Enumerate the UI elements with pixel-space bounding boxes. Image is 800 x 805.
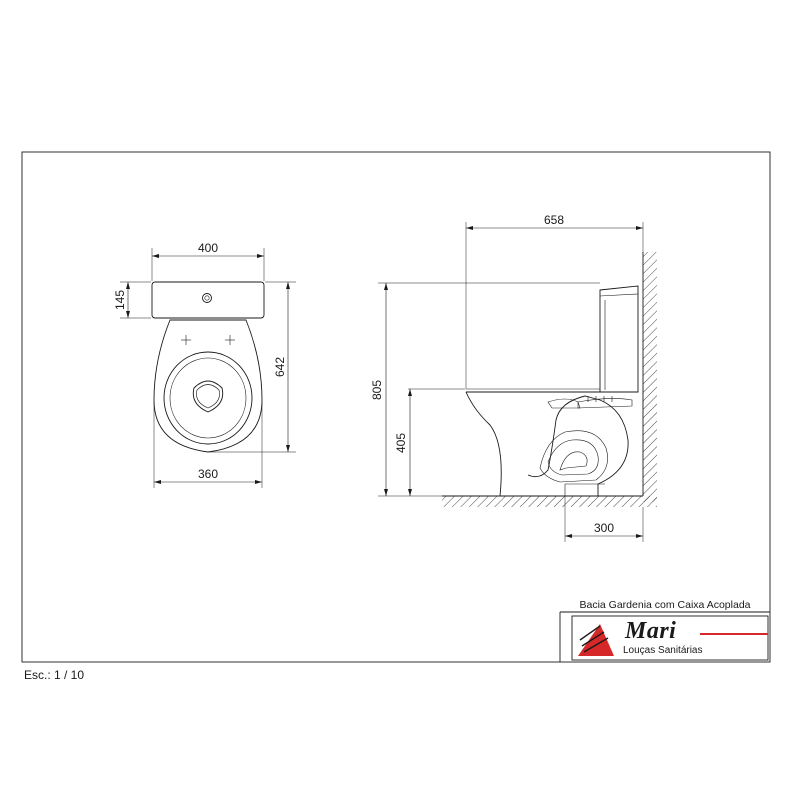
side-view-tank (599, 285, 639, 393)
side-view: 658 805 405 300 (370, 213, 657, 542)
brand-name: Mari (625, 618, 677, 644)
wall-hatch (643, 252, 657, 502)
sheet-frame (21, 151, 771, 663)
dim-642-label: 642 (273, 357, 287, 377)
title-block (559, 611, 770, 662)
dim-805-label: 805 (370, 380, 384, 400)
dim-145-label: 145 (113, 290, 127, 310)
floor-hatch (442, 496, 657, 507)
top-view-tank (151, 281, 265, 319)
hinge-right-icon (225, 335, 235, 345)
product-title: Bacia Gardenia com Caixa Acoplada (579, 599, 751, 611)
brand-subtitle: Louças Sanitárias (623, 645, 703, 656)
top-view-bowl (153, 319, 263, 453)
hinge-left-icon (181, 335, 191, 345)
brand-logo-icon (578, 624, 614, 656)
dim-300-label: 300 (594, 521, 614, 535)
dim-400-label: 400 (198, 241, 218, 255)
top-view: 400 145 642 360 (113, 241, 296, 488)
side-view-bowl (465, 391, 629, 497)
dim-405-label: 405 (394, 433, 408, 453)
flush-button-icon (202, 293, 212, 303)
dim-658-label: 658 (544, 213, 564, 227)
dim-360-label: 360 (198, 467, 218, 481)
scale-label: Esc.: 1 / 10 (24, 668, 85, 682)
